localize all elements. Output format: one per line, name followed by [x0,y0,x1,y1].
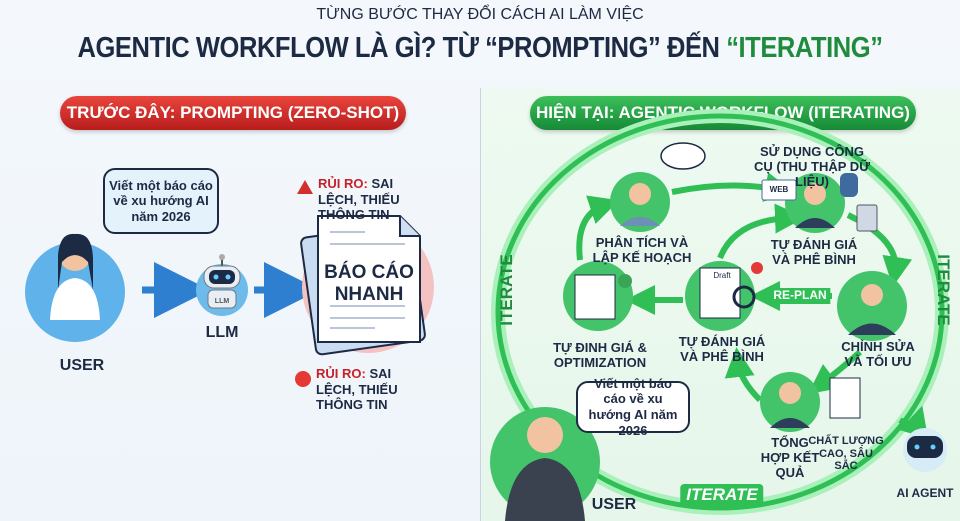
now-prompt-bubble: Viết một báo cáo về xu hướng AI năm 2026 [576,376,690,438]
calculator-icon [856,204,878,232]
iterate-ring [495,113,945,511]
risk-text: SAI LỆCH, THIẾU THÔNG TIN [318,176,400,223]
node-self-eval-right-label: TỰ ĐÁNH GIÁ VÀ PHÊ BÌNH [770,237,858,267]
web-label: WEB [769,185,789,194]
before-user-label: USER [59,357,105,374]
node-edit-label: CHỈNH SỬA VÀ TỐI ƯU [841,339,915,369]
before-prompt-bubble: Viết một báo cáo về xu hướng AI năm 2026 [103,168,219,234]
node-tools-label: SỬ DỤNG CÔNG CỤ (THU THẬP DỮ LIỆU) [754,144,870,189]
reject-icon [751,262,763,274]
node-self-eval-center-label: TỰ ĐÁNH GIÁ VÀ PHÊ BÌNH [678,334,766,364]
divider [480,88,481,521]
node-optimization-label: TỰ ĐΙNH GIÁ & OPTIMIZATION [553,340,647,370]
ai-agent-robot-icon [903,428,947,472]
document-icon [300,215,426,356]
report-icon [829,377,861,419]
angry-face-icon [295,371,311,387]
database-icon [840,173,858,197]
draft-label: Draft [713,271,731,280]
before-pill: TRƯỚC ĐÂY: PROMPTING (ZERO-SHOT) [60,96,406,130]
magnifier-icon [732,285,756,309]
iterate-label-left: ITERATE [497,254,517,326]
risk-key: RỦI RO: [318,176,368,191]
node-plan-label: PHÂN TÍCH VÀ LẬP KẾ HOẠCH [592,235,692,265]
thought-cloud-icon [660,142,706,170]
iterate-label-bottom: ITERATE [680,484,764,506]
lightbulb-icon [618,274,632,288]
page-title: AGENTIC WORKFLOW LÀ GÌ? TỪ “PROMPTING” Đ… [77,32,882,65]
user-woman-icon [50,233,100,320]
document-title: BÁO CÁO NHANH [324,262,414,305]
replan-label: RE-PLAN [769,288,831,304]
llm-badge: LLM [214,298,230,305]
header-subtitle: TỪNG BƯỚC THAY ĐỔI CÁCH AI LÀM VIỆC [316,6,644,23]
risk-bottom: RỦI RO: SAI LỆCH, THIẾU THÔNG TIN [316,366,431,413]
ai-agent-label: AI AGENT [896,486,954,500]
risk-top: RỦI RO: SAI LỆCH, THIẾU THÔNG TIN [318,176,433,223]
now-user-label: USER [591,496,637,513]
title-main: AGENTIC WORKFLOW LÀ GÌ? TỪ “PROMPTING” Đ… [77,32,727,64]
llm-label: LLM [205,324,239,341]
node-synthesize-label: TỔNG HỢP KẾT QUẢ [760,435,820,480]
web-browser-icon [761,179,797,201]
risk-text: SAI LỆCH, THIẾU THÔNG TIN [316,366,398,413]
risk-key: RỦI RO: [316,366,366,381]
quality-label: CHẤT LƯỢNG CAO, SÂU SẮC [808,435,884,473]
warning-icon [297,180,313,194]
iterate-label-right: ITERATE [933,254,953,326]
title-highlight: “ITERATING” [726,32,883,64]
robot-icon [203,254,241,309]
